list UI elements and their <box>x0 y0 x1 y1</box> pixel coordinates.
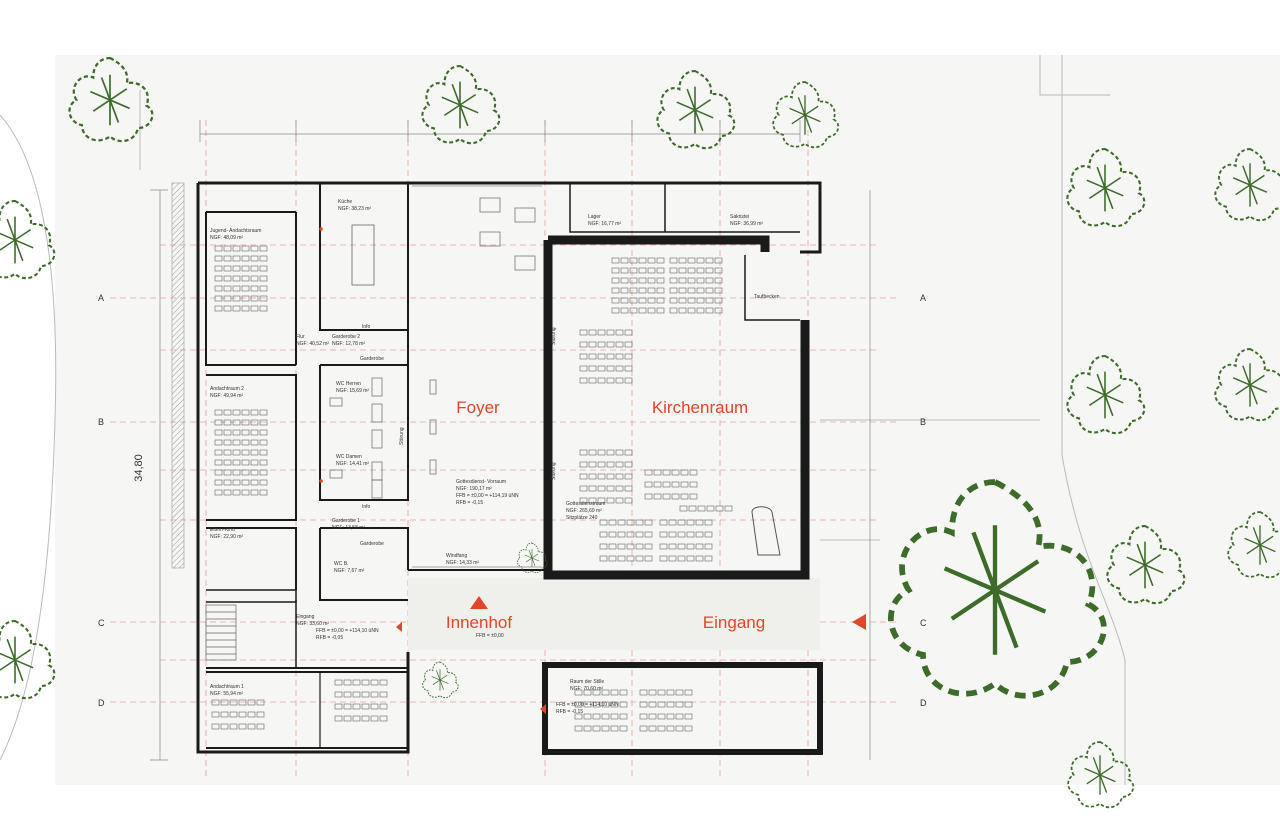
entrance-triangle-eingang <box>852 614 866 630</box>
axis-label-a-right: A <box>920 293 926 303</box>
label-gottesdienstraum: Gottesdienstraum <box>566 501 605 507</box>
axis-labels-left: A B C D <box>98 293 105 708</box>
label-wc-b: WC B. <box>334 561 348 567</box>
label-raum-stille-area: NGF: 70,60 m² <box>570 686 603 692</box>
label-taufbecken: Taufbecken <box>754 294 780 300</box>
axis-label-b-right: B <box>920 417 926 427</box>
vertical-labels: Störung Störung Störung <box>399 327 557 480</box>
label-ffb-hof: FFB = ±0,00 <box>476 633 504 639</box>
label-garderobe1-area: NGF: 13,58 m² <box>332 525 365 531</box>
label-kirchenraum: Kirchenraum <box>652 398 748 417</box>
label-stoerung: Störung <box>551 327 557 345</box>
label-sakristei: Sakristei <box>730 214 749 220</box>
label-sitzplaetze: Sitzplätze 240 <box>566 515 598 521</box>
label-andacht2: Andachtraum 2 <box>210 386 244 392</box>
entrance-markers <box>319 227 866 714</box>
label-stoerung2: Störung <box>551 462 557 480</box>
label-gottesdienst-vorraum: Gottesdienst- Vorraum <box>456 479 506 485</box>
label-windfang-area: NGF: 14,33 m² <box>446 560 479 566</box>
label-gottesdienstraum-area: NGF: 265,69 m² <box>566 508 602 514</box>
paving-area <box>408 578 820 650</box>
label-raum-stille: Raum der Stille <box>570 679 604 685</box>
dimension-label: 34,80 <box>133 454 145 482</box>
label-andacht1: Andachtraum 1 <box>210 684 244 690</box>
axis-label-b-left: B <box>98 417 104 427</box>
building-walls <box>196 181 823 755</box>
label-rfb-stille: RFB = -0,15 <box>556 709 583 715</box>
entrance-triangle-innenhof <box>470 596 488 609</box>
label-rfb-eingang: RFB = -0,05 <box>316 635 343 641</box>
wc-fixtures <box>329 377 383 499</box>
axis-label-d-right: D <box>920 698 927 708</box>
label-jugend-area: NGF: 48,09 m² <box>210 235 243 241</box>
label-jugend: Jugend- Andachtsraum <box>210 228 261 234</box>
label-garderobe-a: Garderobe <box>360 356 384 362</box>
label-sakristei-area: NGF: 36,99 m² <box>730 221 763 227</box>
label-eltern-kind-area: NGF: 22,90 m² <box>210 534 243 540</box>
label-lager: Lager <box>588 214 601 220</box>
site-lines <box>0 55 1126 785</box>
axis-label-c-left: C <box>98 618 105 628</box>
piano-symbol <box>751 506 781 556</box>
label-innenhof: Innenhof <box>446 613 512 632</box>
label-info-b: Info <box>362 504 371 510</box>
label-andacht1-area: NGF: 55,94 m² <box>210 691 243 697</box>
axis-label-a-left: A <box>98 293 104 303</box>
label-stoerung3: Störung <box>399 427 405 445</box>
label-wc-b-area: NGF: 7,67 m² <box>334 568 365 574</box>
label-kueche: Küche <box>338 199 352 205</box>
label-garderobe1: Garderobe 1 <box>332 518 360 524</box>
axis-label-d-left: D <box>98 698 105 708</box>
label-ffb-stille: FFB = ±0,00 = +114,10 üNN <box>556 702 619 708</box>
label-info-a: Info <box>362 324 371 330</box>
label-garderobe2-area: NGF: 12,78 m² <box>332 341 365 347</box>
axis-label-c-right: C <box>920 618 927 628</box>
cafe-tables <box>429 197 536 475</box>
label-garderobe-b: Garderobe <box>360 541 384 547</box>
label-rfb-foyer: RFB = -0,15 <box>456 500 483 506</box>
label-ffb-eingang: FFB = ±0,00 = +114,10 üNN <box>316 628 379 634</box>
label-eingang: Eingang <box>703 613 765 632</box>
label-wc-damen: WC Damen <box>336 454 362 460</box>
label-ffb-foyer: FFB = ±0,00 = +114,19 üNN <box>456 493 519 499</box>
label-wc-herren-area: NGF: 15,69 m² <box>336 388 369 394</box>
label-flur: Flur <box>296 334 305 340</box>
label-gottesdienst-vorraum-area: NGF: 190,17 m² <box>456 486 492 492</box>
label-kueche-area: NGF: 38,23 m² <box>338 206 371 212</box>
staircase <box>205 604 237 661</box>
label-eingang-area: NGF: 33,60 m² <box>296 621 329 627</box>
room-labels: Jugend- Andachtsraum NGF: 48,09 m² Küche… <box>210 199 780 715</box>
hatched-wall-strip <box>171 182 185 569</box>
label-eingang-room: Eingang <box>296 614 315 620</box>
dimension-top <box>150 120 871 761</box>
label-flur-area: NGF: 40,52 m² <box>296 341 329 347</box>
label-garderobe2: Garderobe 2 <box>332 334 360 340</box>
label-eltern-kind: Eltern-Kind <box>210 527 235 533</box>
label-lager-area: NGF: 16,77 m² <box>588 221 621 227</box>
kitchen-island <box>351 224 375 286</box>
label-andacht2-area: NGF: 49,94 m² <box>210 393 243 399</box>
label-wc-damen-area: NGF: 14,41 m² <box>336 461 369 467</box>
label-windfang: Windfang <box>446 553 467 559</box>
axis-labels-right: A B C D <box>920 293 927 708</box>
glazing <box>412 185 542 568</box>
label-wc-herren: WC Herren <box>336 381 361 387</box>
label-foyer: Foyer <box>456 398 500 417</box>
